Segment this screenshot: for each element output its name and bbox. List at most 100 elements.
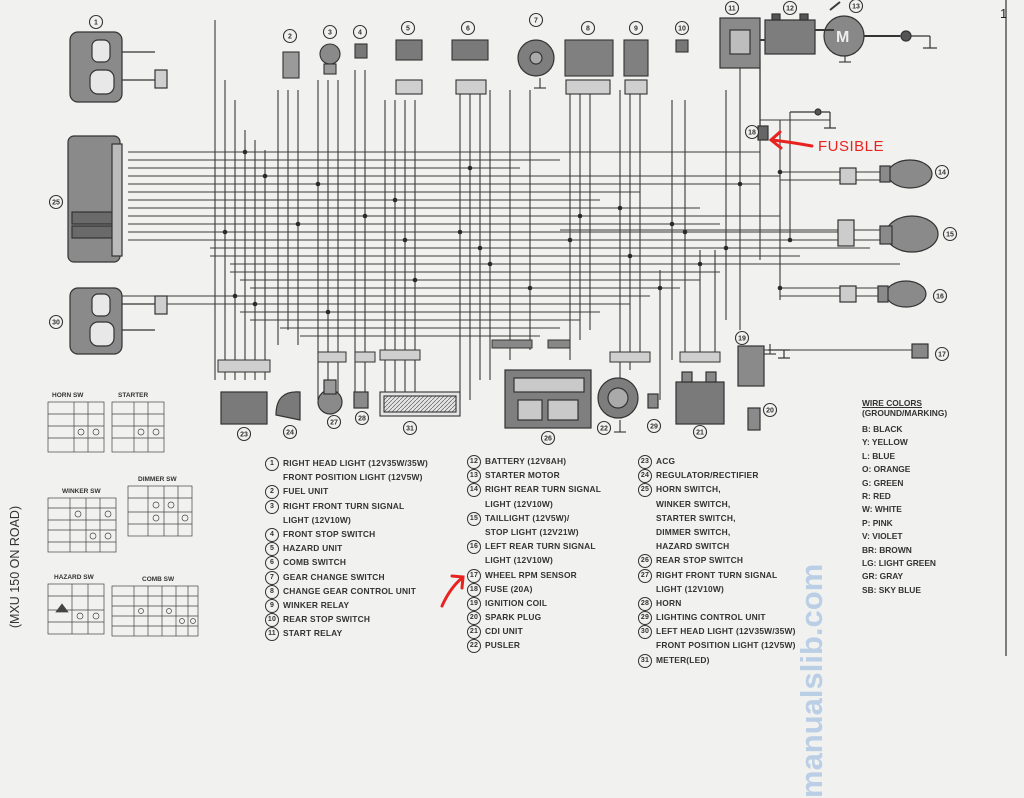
wire-color-item: LG: LIGHT GREEN [862,557,936,568]
component-callout-number: 17 [938,352,946,359]
component-21-regulator [675,371,725,425]
component-1-headlight [69,31,168,103]
component-callout: 13 [848,0,864,14]
legend-item-number: 21 [467,625,481,640]
legend-item-number: 5 [265,542,279,557]
junction-dots [222,149,793,315]
wire-color-item: P: PINK [862,517,893,528]
component-25-switch-box [67,135,123,263]
legend-item-text: LIGHT (12V10W) [656,583,724,594]
legend-item-number: 14 [467,483,481,498]
switch-table-title-dimmer: DIMMER SW [138,476,177,483]
component-callout-number: 18 [748,130,756,137]
wiring-diagram-svg: M [47,0,1007,656]
component-23 [220,391,268,425]
component-callout-number: 6 [466,26,470,33]
component-16-lamp [839,280,927,308]
component-callout: 23 [236,426,252,442]
wiring-diagram: M [8,0,1008,798]
legend-item: LIGHT (12V10W) [467,555,627,565]
page-corner-label: 1 [1000,6,1008,21]
legend-item-text: WINKER RELAY [283,599,350,610]
legend-item-number: 9 [265,598,279,613]
legend-item: FRONT POSITION LIGHT (12V5W) [638,640,838,650]
wire-color-item: R: RED [862,490,891,501]
component-callout: 4 [352,24,368,40]
legend-item-text: WINKER SWITCH, [656,498,731,509]
legend-item: 4 FRONT STOP SWITCH [265,527,455,542]
wire-color-item: W: WHITE [862,504,902,515]
legend-item-text: FRONT STOP SWITCH [283,528,376,539]
legend-item-number: 28 [638,596,652,611]
switch-table-title-starter: STARTER [118,392,149,399]
component-callout-number: 3 [328,30,332,37]
component-callout-number: 4 [358,30,362,37]
legend-item-number: 7 [265,570,279,585]
red-arrow-fusible [768,130,814,150]
legend-item-text: METER(LED) [656,654,710,665]
legend-item-text: LEFT HEAD LIGHT (12V35W/35W) [656,626,796,637]
legend-item-text: COMB SWITCH [283,557,347,568]
legend-item: LIGHT (12V10W) [638,584,838,594]
legend-item: STARTER SWITCH, [638,513,838,523]
legend-item-number: 3 [265,499,279,514]
legend-item-number: 17 [467,568,481,583]
component-callout-number: 11 [728,6,736,13]
legend-item-number: 22 [467,639,481,654]
fusible-annotation: FUSIBLE [818,138,885,155]
legend-item-number: 15 [467,511,481,526]
legend-item-text: FUEL UNIT [283,486,329,497]
legend-item-text: LIGHT (12V10W) [485,555,553,566]
legend-item-number: 24 [638,469,652,484]
legend-item-text: STARTER SWITCH, [656,512,736,523]
component-callout-number: 10 [678,26,686,33]
legend-item-number: 4 [265,527,279,542]
component-14-lamp [839,159,933,189]
component-callout: 29 [646,418,662,434]
component-callout: 28 [354,410,370,426]
legend-item-text: LIGHT (12V10W) [283,514,351,525]
legend-item-number: 29 [638,611,652,626]
vertical-wires [214,20,791,400]
component-callout-number: 9 [634,26,638,33]
legend-item-number: 6 [265,556,279,571]
wire-color-item: L: BLUE [862,450,896,461]
component-callout-number: 1 [94,20,98,27]
component-callout-number: 24 [286,430,294,437]
component-callout: 31 [402,420,418,436]
switch-table-title-hazard: HAZARD SW [54,574,94,581]
component-callout-number: 26 [544,436,552,443]
wire-color-item: Y: YELLOW [862,437,908,448]
component-callout: 22 [596,420,612,436]
component-callout: 20 [762,402,778,418]
component-callout: 1 [88,14,104,30]
wire-color-item: G: GREEN [862,477,904,488]
component-callout-number: 2 [288,34,292,41]
legend-item-number: 12 [467,455,481,469]
component-8 [564,39,614,95]
component-callout-number: 8 [586,26,590,33]
legend-item-text: TAILLIGHT (12V5W)/ [485,512,570,523]
component-callout-number: 5 [406,26,410,33]
wire-color-item: SB: SKY BLUE [862,584,921,595]
legend-item-number: 18 [467,582,481,597]
component-callout: 17 [934,346,950,362]
component-callout-number: 23 [240,432,248,439]
legend-item-number: 25 [638,483,652,498]
legend-item-text: ACG [656,456,676,466]
component-callout-number: 13 [852,4,860,11]
component-callout-number: 16 [936,294,944,301]
legend-item-number: 11 [265,627,279,642]
legend-item-text: FRONT POSITION LIGHT (12V5W) [656,640,796,651]
component-19-coil [353,391,369,409]
component-callout: 8 [580,20,596,36]
wire-color-item: BR: BROWN [862,544,912,555]
